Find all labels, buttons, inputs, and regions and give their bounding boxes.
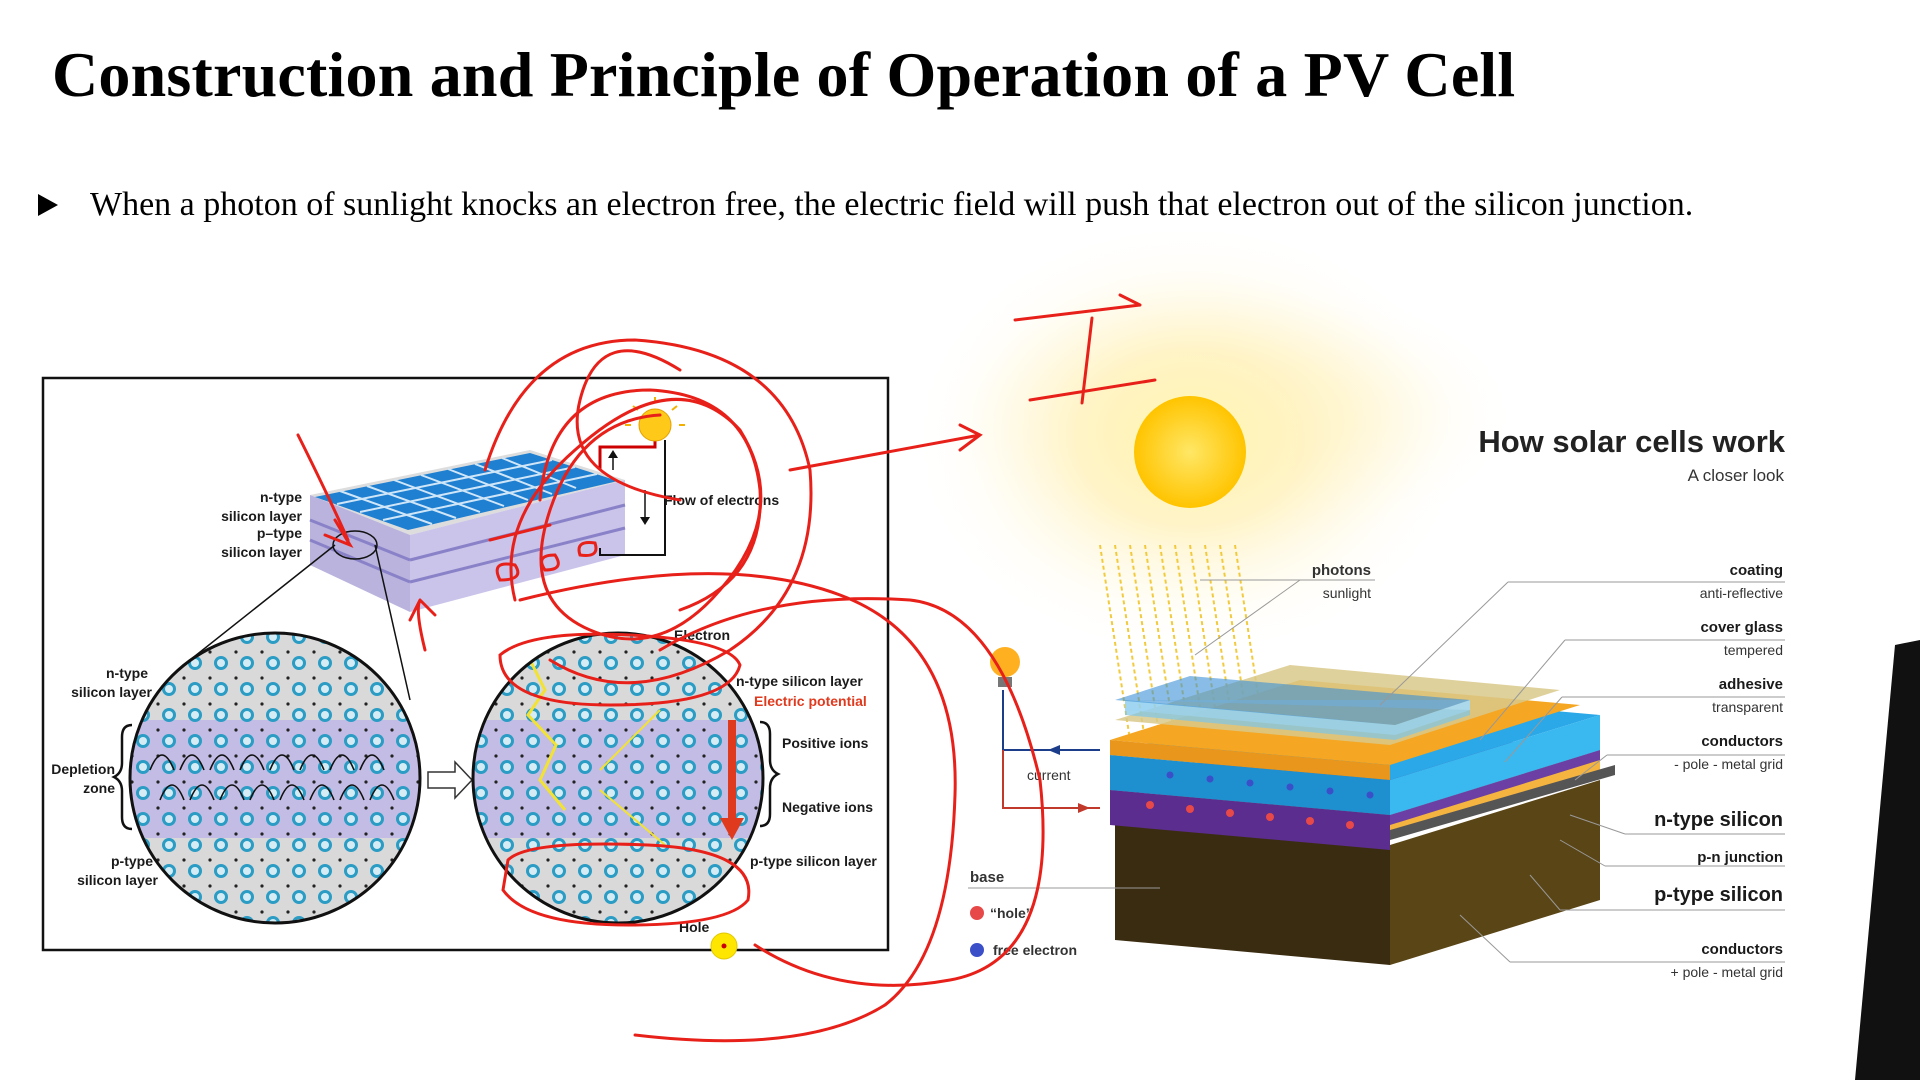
bullet-text: When a photon of sunlight knocks an elec… xyxy=(90,186,1694,223)
sun-icon xyxy=(1134,396,1246,508)
p-n-junction-label: p-n junction xyxy=(1697,849,1783,866)
circle-p-type-label: p-type xyxy=(111,853,153,869)
conductors-negative-label: conductors xyxy=(1701,733,1783,750)
how-solar-cells-work-title: How solar cells work xyxy=(1478,424,1785,459)
electron-label: Electron xyxy=(674,627,730,643)
coating-label: coating xyxy=(1730,562,1783,579)
conductors-positive-label: conductors xyxy=(1701,941,1783,958)
current-circuit xyxy=(990,647,1100,813)
hole-legend-icon xyxy=(970,906,984,920)
slide-title: Construction and Principle of Operation … xyxy=(52,39,1516,110)
n-type-silicon-label: n-type silicon xyxy=(1654,809,1783,831)
free-electron-legend-icon xyxy=(970,943,984,957)
junction-circle-before xyxy=(128,631,422,925)
coating-detail: anti-reflective xyxy=(1700,585,1783,601)
zone-label: zone xyxy=(83,780,115,796)
panel-n-type-label: n-type xyxy=(260,489,302,505)
panel-silicon-layer-label-1: silicon layer xyxy=(221,508,302,524)
p-type-silicon-label: p-type silicon xyxy=(1654,884,1783,906)
panel-silicon-layer-label-2: silicon layer xyxy=(221,544,302,560)
depletion-label: Depletion xyxy=(51,761,115,777)
solar-cell-layers xyxy=(1110,665,1615,965)
n-type-silicon-layer-label: n-type silicon layer xyxy=(736,673,863,689)
hole-legend-label: “hole” xyxy=(990,905,1033,921)
solar-panel xyxy=(309,450,626,612)
circle-p-silicon-layer-label: silicon layer xyxy=(77,872,158,888)
adhesive-detail: transparent xyxy=(1712,699,1783,715)
negative-ions-label: Negative ions xyxy=(782,799,873,815)
current-label: current xyxy=(1027,767,1071,783)
adhesive-label: adhesive xyxy=(1719,676,1783,693)
photons-label: photons xyxy=(1312,562,1371,579)
how-solar-cells-work-subtitle: A closer look xyxy=(1688,466,1785,485)
cover-glass-label: cover glass xyxy=(1700,619,1783,636)
flow-of-electrons-label: Flow of electrons xyxy=(664,492,779,508)
circle-n-silicon-layer-label: silicon layer xyxy=(71,684,152,700)
circle-n-type-label: n-type xyxy=(106,665,148,681)
base-label: base xyxy=(970,869,1004,886)
bullet-arrow-icon xyxy=(38,194,58,216)
bullet-point: When a photon of sunlight knocks an elec… xyxy=(38,186,1693,224)
electric-potential-label: Electric potential xyxy=(754,693,867,709)
sunlight-label: sunlight xyxy=(1323,585,1371,601)
p-type-silicon-layer-label: p-type silicon layer xyxy=(750,853,877,869)
positive-ions-label: Positive ions xyxy=(782,735,869,751)
slide-corner-decoration xyxy=(1855,640,1920,1080)
transition-arrow-icon xyxy=(427,760,474,800)
free-electron-legend-label: free electron xyxy=(993,942,1077,958)
hand-drawn-annotations xyxy=(296,293,1157,1043)
conductors-negative-detail: - pole - metal grid xyxy=(1674,756,1783,772)
cover-glass-detail: tempered xyxy=(1724,642,1783,658)
conductors-positive-detail: + pole - metal grid xyxy=(1671,964,1783,980)
panel-p-type-label: p–type xyxy=(257,525,302,541)
